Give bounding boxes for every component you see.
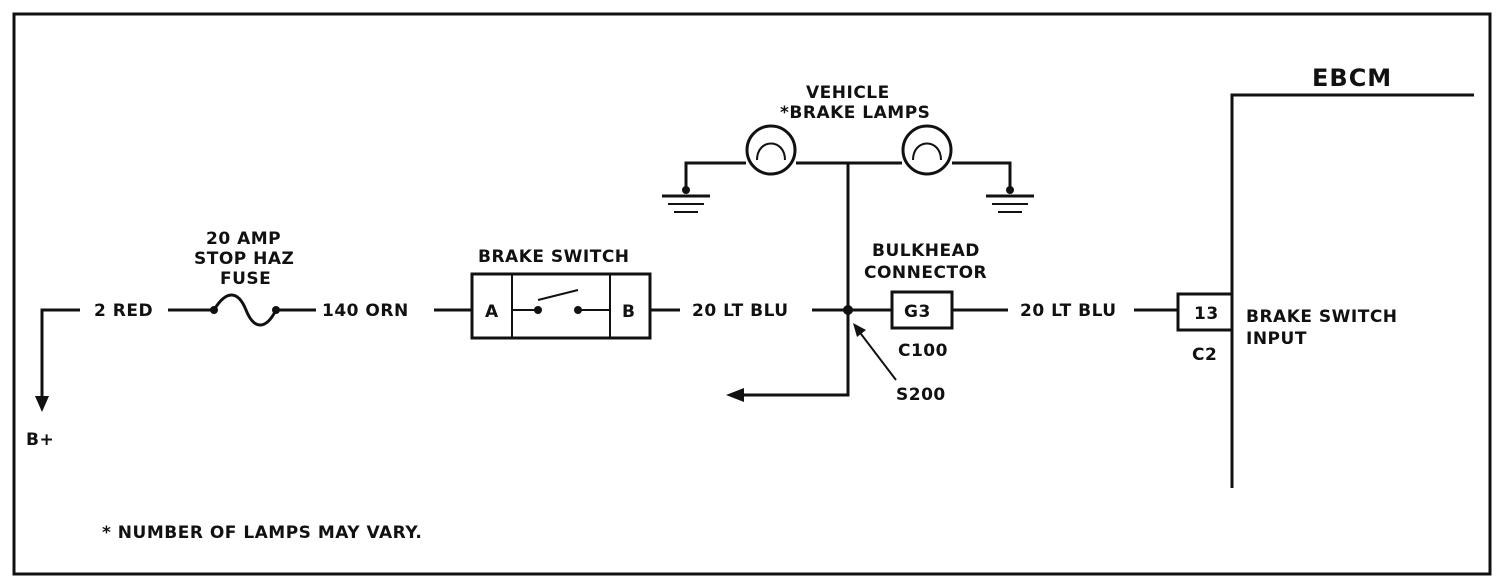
- power-feed-arrow: [35, 396, 49, 412]
- fuse-label-line1: 20 AMP: [206, 229, 281, 249]
- power-label: B+: [26, 430, 54, 450]
- bulkhead-pin: G3: [904, 302, 931, 322]
- lamps-label-line2: *BRAKE LAMPS: [780, 103, 930, 123]
- fuse-label-line3: FUSE: [220, 269, 271, 289]
- wire-140-orn-label: 140 ORN: [322, 301, 409, 321]
- ebcm-input-label-line2: INPUT: [1246, 329, 1307, 349]
- lamps-label-line1: VEHICLE: [806, 83, 890, 103]
- splice-label: S200: [896, 385, 946, 405]
- footnote: * NUMBER OF LAMPS MAY VARY.: [102, 523, 422, 543]
- ground-left-node: [682, 186, 690, 194]
- ground-left-icon: [662, 194, 710, 213]
- brake-switch-pin-a: A: [485, 302, 499, 322]
- brake-lamp-left: [745, 124, 797, 176]
- bulkhead-label-line2: CONNECTOR: [864, 263, 987, 283]
- splice-pointer-arrow: [853, 323, 866, 337]
- splice-pointer-line: [857, 329, 897, 381]
- ground-right-icon: [986, 194, 1034, 213]
- brake-switch-title: BRAKE SWITCH: [478, 247, 630, 267]
- lamp-right-ground-wire: [952, 161, 1012, 190]
- wire-2-red-label: 2 RED: [94, 301, 153, 321]
- ebcm-input-label-line1: BRAKE SWITCH: [1246, 307, 1398, 327]
- branch-arrow: [726, 388, 744, 402]
- ebcm-label: EBCM: [1312, 64, 1392, 92]
- ebcm-connector-id: C2: [1192, 345, 1217, 365]
- wire-20-lt-blu-a-label: 20 LT BLU: [692, 301, 789, 321]
- bulkhead-connector-id: C100: [898, 341, 948, 361]
- ground-right-node: [1006, 186, 1014, 194]
- brake-lamp-right-filament-icon: [912, 142, 942, 161]
- brake-lamp-right: [901, 124, 953, 176]
- ebcm-module-outline: [1230, 93, 1474, 488]
- brake-lamp-left-filament-icon: [756, 142, 786, 161]
- power-feed-wire: [40, 308, 80, 405]
- brake-switch-contact-a: [534, 306, 542, 314]
- fuse-label-line2: STOP HAZ: [194, 249, 294, 269]
- diagram-frame: [12, 12, 1492, 576]
- brake-switch-pin-b: B: [622, 302, 635, 322]
- wire-20-lt-blu-b-label: 20 LT BLU: [1020, 301, 1117, 321]
- ebcm-connector-pin: [1176, 292, 1234, 332]
- lamp-left-ground-wire: [684, 161, 746, 190]
- brake-switch-housing: [470, 272, 652, 340]
- ebcm-pin-number: 13: [1194, 304, 1219, 324]
- brake-switch-blade: [537, 289, 579, 301]
- bulkhead-label-line1: BULKHEAD: [872, 241, 980, 261]
- fuse-symbol: [212, 293, 278, 327]
- branch-wire: [736, 310, 850, 397]
